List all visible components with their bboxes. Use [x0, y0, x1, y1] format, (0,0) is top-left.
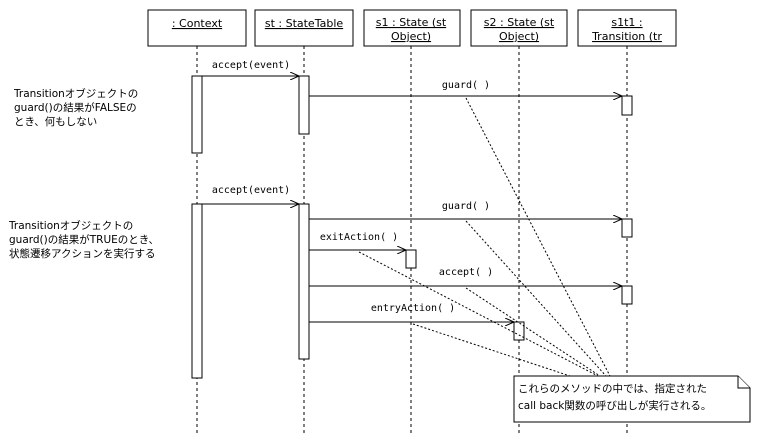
object-s2-label-line1: s2 : State (st: [484, 16, 555, 29]
callback-note-line1: これらのメソッドの中では、指定された: [518, 382, 707, 395]
case2-annotation-line2: guard()の結果がTRUEのとき、: [9, 233, 159, 246]
object-s1t1-label-line2: Transition (tr: [591, 30, 662, 43]
activation-context-2: [191, 203, 203, 379]
case2-annotation-line1: Transitionオブジェクトの: [8, 219, 133, 232]
message-exitaction-label: exitAction( ): [320, 232, 398, 243]
object-s1-label-line2: Object): [391, 30, 431, 43]
message-guard-2-label: guard( ): [442, 201, 490, 212]
object-s2[interactable]: s2 : State (st Object): [470, 9, 568, 47]
object-context-label: : Context: [172, 17, 223, 30]
case1-annotation-line2: guard()の結果がFALSEの: [14, 101, 137, 114]
activation-s2-1: [513, 321, 525, 341]
object-s1t1[interactable]: s1t1 : Transition (tr: [577, 9, 677, 47]
message-entryaction-label: entryAction( ): [371, 303, 455, 314]
activation-context-1: [191, 75, 203, 154]
case1-annotation: Transitionオブジェクトの guard()の結果がFALSEの とき、何…: [13, 87, 138, 128]
activation-s1t1-2: [621, 218, 633, 238]
message-accept-event-2-label: accept(event): [212, 185, 290, 196]
note-link-accept: [465, 287, 601, 377]
object-s1[interactable]: s1 : State (st Object): [363, 9, 461, 47]
object-context[interactable]: : Context: [147, 9, 247, 47]
object-s2-label-line2: Object): [499, 30, 539, 43]
message-guard-1-label: guard( ): [442, 80, 490, 91]
callback-note: これらのメソッドの中では、指定された call back関数の呼び出しが実行され…: [513, 375, 751, 423]
object-s1-label-line1: s1 : State (st: [376, 16, 447, 29]
object-statetable-label: st : StateTable: [265, 17, 344, 30]
object-statetable[interactable]: st : StateTable: [254, 9, 354, 47]
activation-statetable-1: [298, 75, 310, 135]
object-s1t1-label-line1: s1t1 :: [611, 16, 642, 29]
case1-annotation-line3: とき、何もしない: [14, 115, 97, 128]
message-accept-label: accept( ): [439, 267, 493, 278]
case1-annotation-line1: Transitionオブジェクトの: [13, 87, 138, 100]
activation-s1t1-1: [621, 95, 633, 116]
note-link-entryaction: [412, 323, 571, 377]
activation-statetable-2: [298, 203, 310, 360]
callback-note-line2: call back関数の呼び出しが実行される。: [518, 399, 711, 412]
case2-annotation: Transitionオブジェクトの guard()の結果がTRUEのとき、 状態…: [8, 219, 159, 260]
note-link-guard-2: [465, 220, 607, 377]
note-link-exitaction: [358, 251, 599, 377]
activation-s1t1-3: [621, 285, 633, 305]
activation-s1-1: [405, 249, 417, 269]
message-accept-event-1-label: accept(event): [212, 60, 290, 71]
note-link-guard-1: [465, 97, 611, 377]
case2-annotation-line3: 状態遷移アクションを実行する: [9, 247, 155, 260]
